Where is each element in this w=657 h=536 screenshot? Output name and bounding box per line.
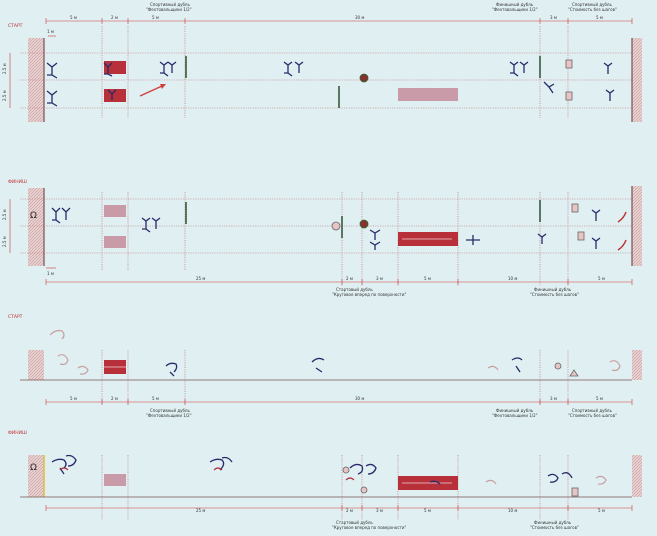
dim-lane: 2.5 м xyxy=(2,209,7,220)
coach-figure xyxy=(331,203,585,241)
athlete-figure xyxy=(485,475,607,485)
mat xyxy=(398,88,458,101)
note-line: "Фехтовальщики 1/2" xyxy=(146,7,192,12)
s2-bottom-dims xyxy=(45,279,633,285)
start-wall xyxy=(28,38,44,122)
dim-25m: 25 м xyxy=(196,508,205,513)
coach-figure xyxy=(554,362,579,377)
note-line: "Круговое вперед по поверхности" xyxy=(332,525,406,530)
finish-wall xyxy=(632,38,642,122)
dim-5m: 5 м xyxy=(152,15,159,20)
s4-dims xyxy=(45,505,633,511)
note-line: Финишный дубль xyxy=(534,287,572,292)
note-line: Финишный дубль xyxy=(496,408,534,413)
athlete-figure xyxy=(51,207,601,250)
dim-25m: 25 м xyxy=(196,276,205,281)
note-line: "Круговое вперед по поверхности" xyxy=(332,292,406,297)
note-line: "Стоимость без шагов" xyxy=(530,525,579,530)
dim-5m: 5 м xyxy=(598,276,605,281)
note-line: Спортивный дубль xyxy=(150,2,190,7)
takeoff-zone xyxy=(104,61,126,74)
dim-5m: 5 м xyxy=(70,15,77,20)
finish-wall xyxy=(632,350,642,380)
target-icon xyxy=(359,219,369,229)
dim-lane: 2.5 м xyxy=(2,63,7,74)
dim-3m: 3 м xyxy=(550,396,557,401)
target-icon xyxy=(359,73,369,83)
omega-icon: Ω xyxy=(30,463,37,473)
dim-5m: 5 м xyxy=(424,276,431,281)
start-wall xyxy=(28,350,44,380)
dim-lane: 2.5 м xyxy=(2,236,7,247)
coach-figure xyxy=(342,466,579,497)
section-3-label: СТАРТ xyxy=(8,314,23,320)
dim-2m: 2 м xyxy=(111,396,118,401)
dim-3m: 3 м xyxy=(376,508,383,513)
dim-2m: 2 м xyxy=(346,508,353,513)
note-line: "Стоимость без шагов" xyxy=(568,413,617,418)
dim-1m: 1 м xyxy=(47,29,54,34)
note-line: Финишный дубль xyxy=(496,2,534,7)
dim-2m: 2 м xyxy=(111,15,118,20)
dim-3m: 3 м xyxy=(376,276,383,281)
dim-2m: 2 м xyxy=(346,276,353,281)
note-line: "Стоимость без шагов" xyxy=(568,7,617,12)
note-line: "Фехтовальщики 1/2" xyxy=(492,7,538,12)
note-line: Финишный дубль xyxy=(534,520,572,525)
note-line: Спортивный дубль xyxy=(572,2,612,7)
dim-5m: 5 м xyxy=(596,15,603,20)
note-line: Стартовый дубль xyxy=(336,287,373,292)
note-line: "Фехтовальщики 1/2" xyxy=(492,413,538,418)
dim-1m: 1 м xyxy=(47,271,54,276)
section-1-label: СТАРТ xyxy=(8,23,23,29)
dim-5m: 5 м xyxy=(152,396,159,401)
coach-figure xyxy=(565,59,573,101)
note-line: "Стоимость без шагов" xyxy=(530,292,579,297)
dim-30m: 30 м xyxy=(355,15,364,20)
omega-icon: Ω xyxy=(30,211,37,221)
section-2-label: ФИНИШ xyxy=(8,179,27,185)
s3-dims xyxy=(45,399,633,405)
section-4-label: ФИНИШ xyxy=(8,430,27,436)
athlete-figure xyxy=(49,329,621,375)
dim-3m: 3 м xyxy=(550,15,557,20)
note-line: Спортивный дубль xyxy=(572,408,612,413)
dim-10m: 10 м xyxy=(508,276,517,281)
mat xyxy=(104,474,126,486)
note-line: Стартовый дубль xyxy=(336,520,373,525)
note-line: "Фехтовальщики 1/2" xyxy=(146,413,192,418)
mat xyxy=(104,205,126,217)
dim-5m: 5 м xyxy=(598,508,605,513)
mat xyxy=(104,236,126,248)
athlete-figure xyxy=(51,454,573,485)
start-wall xyxy=(28,455,44,497)
dim-30m: 30 м xyxy=(355,396,364,401)
note-line: Спортивный дубль xyxy=(150,408,190,413)
dim-5m: 5 м xyxy=(70,396,77,401)
athlete-figure xyxy=(46,61,615,107)
athlete-figure xyxy=(59,467,355,481)
dim-5m: 5 м xyxy=(424,508,431,513)
finish-wall xyxy=(632,186,642,266)
finish-wall xyxy=(632,455,642,497)
start-wall xyxy=(28,188,44,266)
athlete-figure xyxy=(165,357,523,377)
dim-lane: 2.5 м xyxy=(2,90,7,101)
dim-5m: 5 м xyxy=(596,396,603,401)
s1-top-dims: 5 м 2 м 5 м 30 м 3 м 5 м xyxy=(45,15,633,24)
dim-10m: 10 м xyxy=(508,508,517,513)
